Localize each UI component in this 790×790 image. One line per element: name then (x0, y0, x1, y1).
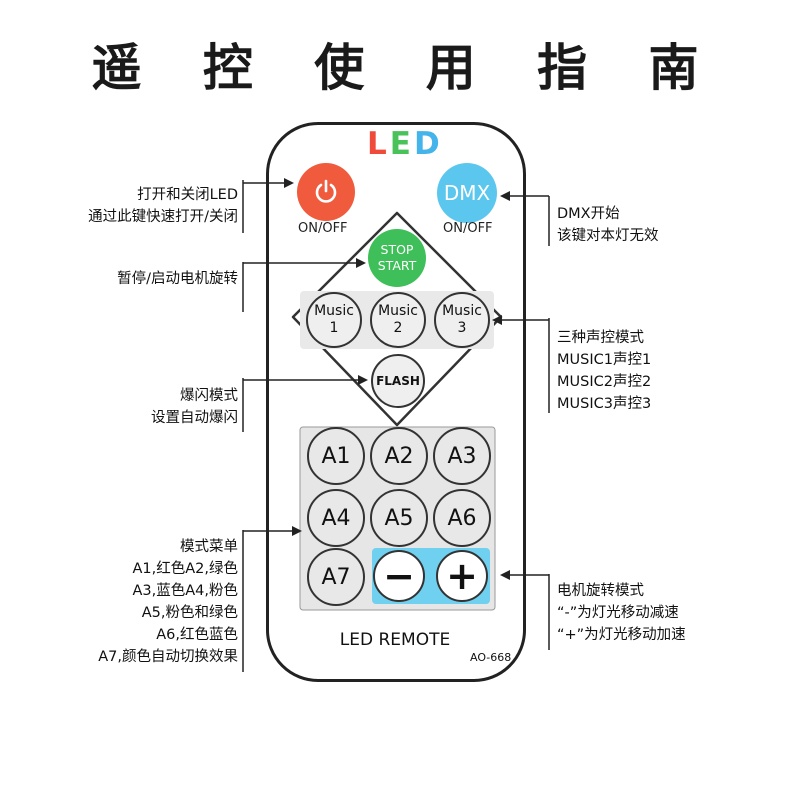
dmx-annotation: DMX开始 该键对本灯无效 (557, 203, 659, 247)
dmx-caption: ON/OFF (443, 221, 493, 236)
music-3-label: Music (442, 303, 482, 319)
stop-start-button[interactable]: STOP START (368, 229, 426, 287)
music-3-button[interactable]: Music 3 (434, 292, 490, 348)
a7-button[interactable]: A7 (307, 548, 365, 606)
music-annotation-line-4: MUSIC3声控3 (557, 396, 652, 412)
model-number: AO-668 (470, 651, 512, 664)
music-2-label: Music (378, 303, 418, 319)
music-2-number: 2 (393, 320, 403, 336)
power-caption: ON/OFF (298, 221, 348, 236)
mode-menu-line-3: A3,蓝色A4,粉色 (132, 583, 238, 599)
mode-menu-line-2: A1,红色A2,绿色 (132, 561, 238, 577)
page-title: 遥 控 使 用 指 南 (91, 39, 721, 97)
stop-label: STOP (380, 242, 414, 257)
motor-annotation: 电机旋转模式 “-”为灯光移动减速 “+”为灯光移动加速 (557, 580, 686, 646)
music-annotation-line-3: MUSIC2声控2 (557, 374, 652, 390)
mode-menu-line-4: A5,粉色和绿色 (141, 605, 238, 621)
a6-button[interactable]: A6 (433, 489, 491, 547)
power-annotation-line-2: 通过此键快速打开/关闭 (88, 209, 238, 225)
power-icon (315, 179, 337, 203)
flash-annotation-line-1: 爆闪模式 (180, 388, 238, 404)
music-annotation-line-2: MUSIC1声控1 (557, 352, 652, 368)
music-1-button[interactable]: Music 1 (306, 292, 362, 348)
a1-button[interactable]: A1 (307, 427, 365, 485)
mode-menu-annotation: 模式菜单 A1,红色A2,绿色 A3,蓝色A4,粉色 A5,粉色和绿色 A6,红… (98, 536, 238, 668)
dmx-button[interactable]: DMX (437, 163, 497, 223)
dmx-annotation-line-1: DMX开始 (557, 206, 620, 222)
music-annotation-line-1: 三种声控模式 (557, 330, 644, 346)
a5-button[interactable]: A5 (370, 489, 428, 547)
flash-annotation: 爆闪模式 设置自动爆闪 (151, 385, 238, 429)
stop-annotation-line-1: 暂停/启动电机旋转 (117, 271, 238, 287)
music-1-number: 1 (329, 320, 339, 336)
motor-annotation-line-1: 电机旋转模式 (557, 583, 644, 599)
dmx-annotation-line-2: 该键对本灯无效 (557, 228, 659, 244)
music-annotation: 三种声控模式 MUSIC1声控1 MUSIC2声控2 MUSIC3声控3 (557, 327, 651, 415)
music-1-label: Music (314, 303, 354, 319)
music-2-button[interactable]: Music 2 (370, 292, 426, 348)
a3-button[interactable]: A3 (433, 427, 491, 485)
motor-annotation-line-2: “-”为灯光移动减速 (557, 605, 679, 621)
a2-button[interactable]: A2 (370, 427, 428, 485)
plus-button[interactable]: + (436, 550, 488, 602)
led-remote-label: LED REMOTE (339, 630, 451, 650)
minus-button[interactable]: − (373, 550, 425, 602)
mode-menu-line-1: 模式菜单 (180, 539, 238, 555)
mode-menu-line-6: A7,颜色自动切换效果 (98, 649, 238, 665)
a4-button[interactable]: A4 (307, 489, 365, 547)
power-annotation: 打开和关闭LED 通过此键快速打开/关闭 (88, 184, 238, 228)
motor-annotation-line-3: “+”为灯光移动加速 (557, 627, 686, 643)
music-3-number: 3 (457, 320, 467, 336)
power-button[interactable] (297, 163, 355, 221)
led-logo: LED (367, 126, 443, 162)
start-label: START (377, 258, 417, 273)
mode-menu-line-5: A6,红色蓝色 (156, 627, 238, 643)
flash-annotation-line-2: 设置自动爆闪 (151, 410, 238, 426)
power-annotation-line-1: 打开和关闭LED (137, 187, 238, 203)
stop-annotation: 暂停/启动电机旋转 (117, 268, 238, 290)
flash-button[interactable]: FLASH (371, 354, 425, 408)
